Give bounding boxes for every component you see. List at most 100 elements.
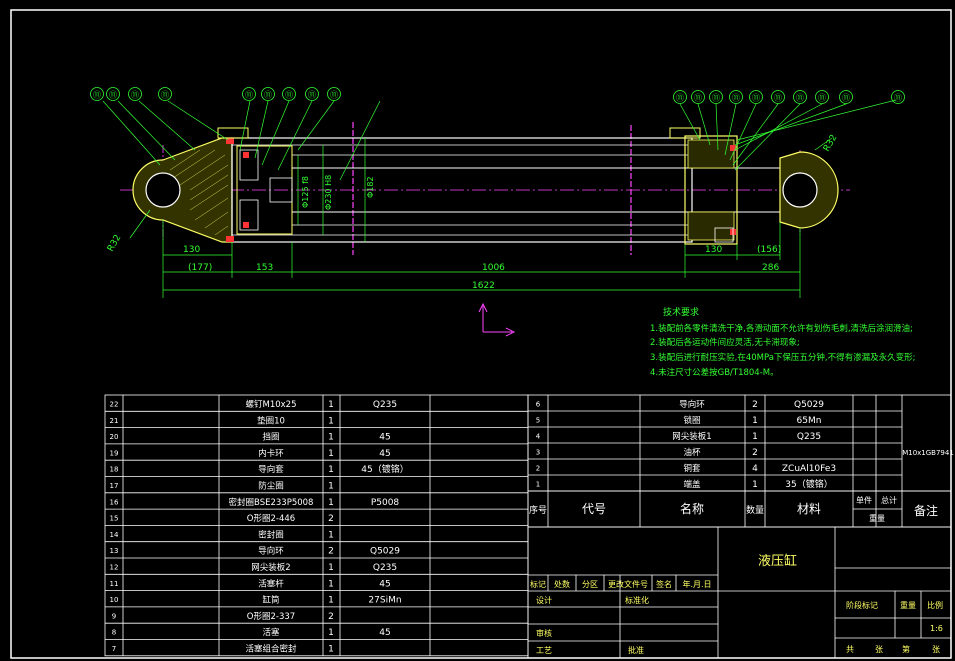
bom-qty: 1	[328, 628, 334, 638]
bom-qty: 1	[328, 596, 334, 606]
bom-name: 油杯	[683, 447, 701, 458]
cap-end-clevis	[132, 137, 233, 243]
balloon: ⑪	[158, 87, 172, 101]
bom-name: 导向套	[258, 464, 284, 475]
revision-header: 更改文件号	[608, 579, 648, 589]
dim-1622: 1622	[472, 281, 495, 291]
tb-stage: 阶段标记	[846, 600, 878, 610]
balloon: ⑪	[106, 87, 120, 101]
bom-header-single: 单件	[856, 495, 872, 505]
bom-name: 螺钉M10x25	[246, 399, 297, 410]
tb-sheet-4: 张	[932, 645, 940, 654]
balloon-label: ⑪	[308, 91, 316, 100]
bom-side-note: M10x1GB7941	[902, 449, 954, 457]
bom-name: 导向环	[679, 399, 705, 410]
bom-name: 活塞组合密封	[245, 644, 297, 655]
bom-qty: 1	[328, 433, 334, 443]
tb-design: 设计	[536, 595, 552, 605]
bom-header: 序号代号名称数量材料单件总计重量备注	[529, 495, 938, 523]
balloon: ⑪	[729, 90, 743, 104]
drawing-frame	[10, 9, 952, 659]
balloon: ⑪	[749, 90, 763, 104]
bom-qty: 1	[752, 432, 758, 442]
balloon: ⑪	[242, 87, 256, 101]
bom-no: 1	[536, 481, 540, 489]
bom-name: O形圈2-446	[247, 514, 295, 524]
cylinder-barrel	[217, 127, 693, 243]
bom-material: ZCuAl10Fe3	[782, 464, 836, 474]
bom-qty: 1	[328, 400, 334, 410]
bom-qty: 2	[328, 612, 334, 622]
balloon: ⑪	[673, 90, 687, 104]
balloon-label: ⑪	[774, 94, 782, 103]
bom-no: 11	[110, 580, 119, 588]
tech-req-line-4: 4.未注尺寸公差按GB/T1804-M。	[650, 367, 779, 378]
bom-name: 密封圈	[258, 529, 284, 540]
bom-qty: 1	[328, 530, 334, 540]
balloon-label: ⑪	[264, 91, 272, 100]
bom-qty: 1	[328, 579, 334, 589]
dim-286: 286	[762, 263, 779, 273]
balloon: ⑪	[128, 87, 142, 101]
bom-material: Q235	[373, 563, 397, 573]
dim-phi125: Φ125 f8	[301, 176, 310, 208]
bom-no: 16	[110, 498, 119, 506]
bom-material: Q5029	[370, 547, 400, 557]
bom-header-material: 材料	[797, 502, 821, 516]
bom-qty: 1	[328, 482, 334, 492]
tb-ratio: 比例	[927, 600, 943, 610]
tech-req-line-3: 3.装配后进行耐压实验,在40MPa下保压五分钟,不得有渗漏及永久变形;	[650, 352, 915, 363]
balloon-label: ⑪	[161, 91, 169, 100]
bom-material: Q235	[797, 432, 821, 442]
bom-qty: 4	[752, 464, 758, 474]
bom-no: 5	[536, 417, 540, 425]
bom-qty: 1	[328, 465, 334, 475]
balloon: ⑪	[709, 90, 723, 104]
bom-material: P5008	[371, 498, 400, 508]
bom-name: 端盖	[683, 479, 701, 490]
balloon: ⑪	[793, 90, 807, 104]
leader-lines-right	[679, 99, 897, 171]
tb-sheet-1: 共	[846, 645, 854, 654]
leader-lines-left	[102, 100, 381, 181]
balloon-label: ⑪	[894, 94, 902, 103]
balloon: ⑪	[282, 87, 296, 101]
bom-material: 27SiMn	[368, 596, 401, 606]
bom-no: 19	[110, 449, 119, 457]
bom-name: 挡圈	[262, 432, 279, 443]
bom-name: 防尘圈	[258, 481, 284, 492]
balloon-label: ⑪	[93, 91, 101, 100]
dim-130-left: 130	[183, 245, 200, 255]
bom-material: Q5029	[794, 400, 824, 410]
bom-material: 45	[379, 579, 390, 589]
bom-no: 18	[110, 466, 119, 474]
bom-header-total: 总计	[881, 495, 897, 505]
bom-name: 铜套	[683, 463, 701, 474]
bom-no: 14	[110, 531, 119, 539]
bom-qty: 2	[328, 547, 334, 557]
bom-name: 活塞	[262, 627, 280, 638]
bom-material: 35（镀铬）	[785, 478, 832, 490]
tech-req-line-1: 1.装配前各零件清洗干净,各滑动面不允许有划伤毛刺,清洗后涂润滑油;	[650, 323, 913, 334]
bom-no: 22	[110, 401, 119, 409]
balloon: ⑪	[839, 90, 853, 104]
dimension-lines	[129, 137, 833, 298]
bom-name: 导向环	[258, 546, 284, 557]
bom-row: 14 密封圈 1	[110, 529, 334, 540]
dim-156: (156)	[757, 245, 781, 255]
balloon-label: ⑪	[712, 94, 720, 103]
bom-name: 密封圈BSE233P5008	[229, 497, 314, 508]
bom-name: 垫圈10	[257, 415, 285, 426]
